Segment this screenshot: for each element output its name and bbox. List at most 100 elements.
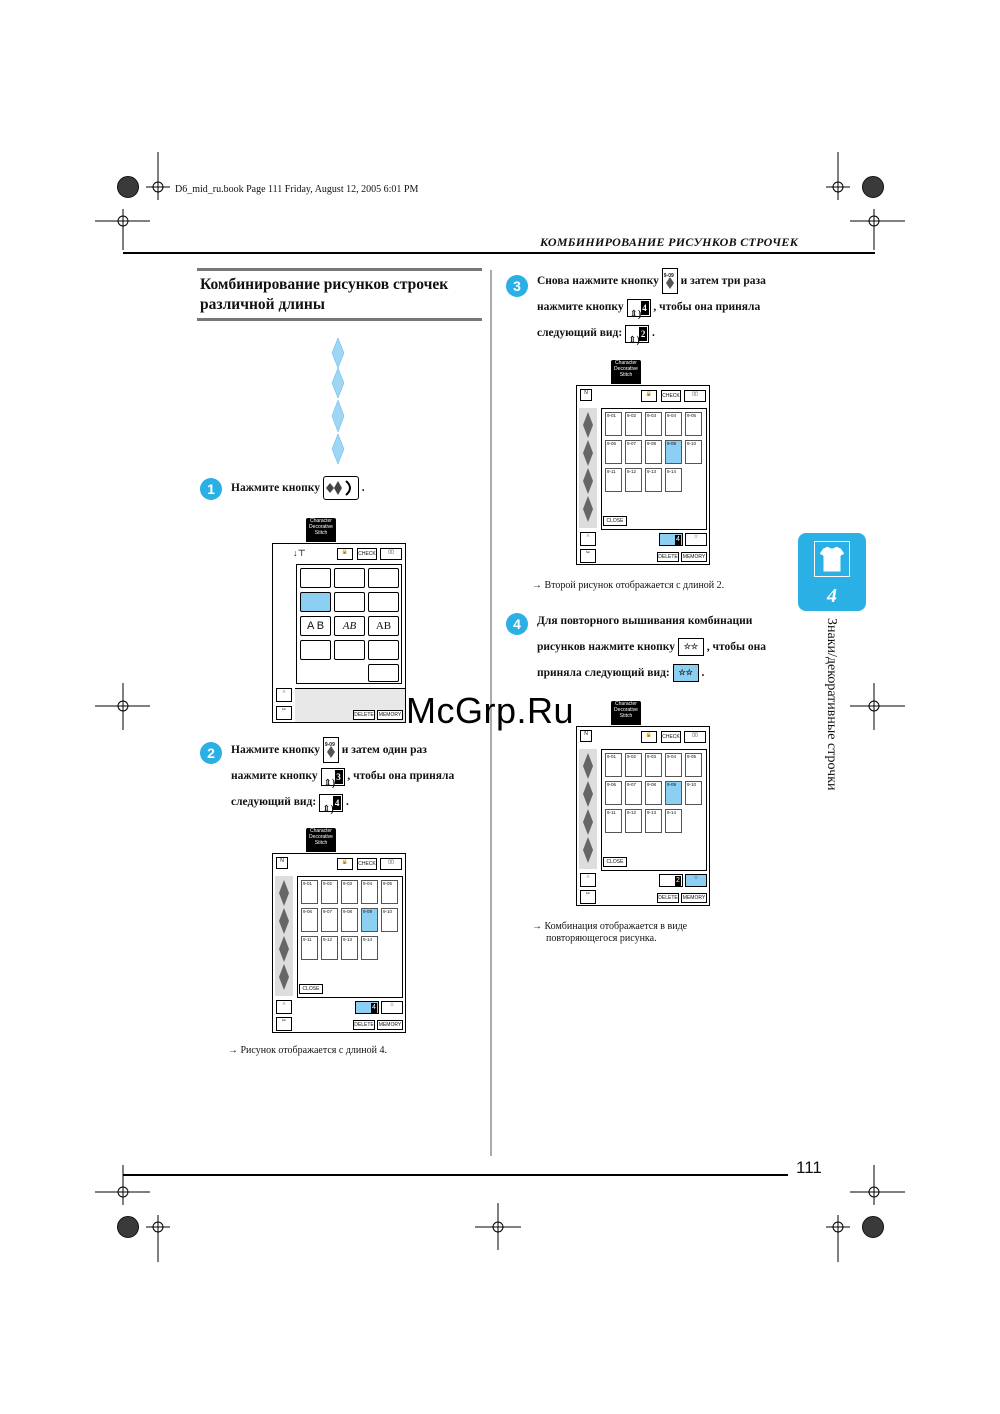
- stitch-category-button[interactable]: [334, 568, 365, 588]
- stitch-cell[interactable]: 9-03: [341, 880, 358, 904]
- delete-button[interactable]: DELETE: [353, 710, 375, 720]
- stitch-cell[interactable]: 9-12: [321, 936, 338, 960]
- step-4-number: 4: [506, 613, 528, 635]
- stitch-cell[interactable]: 9-03: [645, 412, 662, 436]
- stitch-cell[interactable]: 9-04: [361, 880, 378, 904]
- font-button[interactable]: AB: [334, 616, 365, 636]
- back-button[interactable]: ∩: [276, 688, 292, 702]
- repeat-button[interactable]: ☆: [381, 1001, 403, 1014]
- stitch-cell[interactable]: 9-11: [605, 809, 622, 833]
- scissors-button[interactable]: ✂: [580, 549, 596, 563]
- manual-button[interactable]: ▯▯: [684, 731, 706, 743]
- stitch-cell[interactable]: 9-02: [625, 412, 642, 436]
- delete-button[interactable]: DELETE: [657, 893, 679, 903]
- stitch-category-button[interactable]: [368, 592, 399, 612]
- stitch-cell[interactable]: 9-03: [645, 753, 662, 777]
- memory-button[interactable]: MEMORY: [681, 893, 707, 903]
- stitch-cell[interactable]: 9-07: [625, 440, 642, 464]
- lock-button[interactable]: 🔒: [641, 390, 657, 402]
- lock-button[interactable]: 🔒: [641, 731, 657, 743]
- stitch-cell[interactable]: 9-05: [685, 412, 702, 436]
- stitch-code: 9-07: [627, 441, 637, 446]
- stitch-cell[interactable]: 9-10: [381, 908, 398, 932]
- memory-recall-button[interactable]: [300, 640, 331, 660]
- stitch-cell[interactable]: 9-14: [665, 809, 682, 833]
- check-button[interactable]: CHECK: [661, 731, 681, 743]
- stitch-cell[interactable]: 9-04: [665, 753, 682, 777]
- usb-button[interactable]: [368, 640, 399, 660]
- stitch-cell[interactable]: 9-08: [341, 908, 358, 932]
- pocket-button[interactable]: [334, 640, 365, 660]
- stitch-cell[interactable]: 9-14: [665, 468, 682, 492]
- memory-button[interactable]: MEMORY: [377, 1020, 403, 1030]
- repeat-button[interactable]: ☆: [685, 533, 707, 546]
- length-button-selected[interactable]: 4: [659, 533, 683, 546]
- lock-button[interactable]: 🔒: [337, 548, 353, 560]
- stitch-cell[interactable]: 9-12: [625, 809, 642, 833]
- stitch-cell[interactable]: 9-07: [625, 781, 642, 805]
- stitch-cell[interactable]: 9-04: [665, 412, 682, 436]
- stitch-cell[interactable]: 9-10: [685, 440, 702, 464]
- delete-button[interactable]: DELETE: [657, 552, 679, 562]
- stitch-cell[interactable]: 9-14: [361, 936, 378, 960]
- scissors-button[interactable]: ✂: [276, 706, 292, 720]
- stitch-creator-button[interactable]: [368, 664, 399, 682]
- stitch-cell[interactable]: 9-06: [605, 781, 622, 805]
- length-button-selected[interactable]: 4: [355, 1001, 379, 1014]
- stitch-cell[interactable]: 9-09: [361, 908, 378, 932]
- font-button[interactable]: A B: [300, 616, 331, 636]
- stitch-cell[interactable]: 9-08: [645, 440, 662, 464]
- font-button[interactable]: AB: [368, 616, 399, 636]
- sewing-mode-button[interactable]: N: [580, 389, 592, 401]
- stitch-cell[interactable]: 9-01: [605, 753, 622, 777]
- stitch-cell[interactable]: 9-02: [625, 753, 642, 777]
- lcd-tab: Character Decorative Stitch: [306, 828, 336, 852]
- repeat-button-selected[interactable]: ☆: [685, 874, 707, 887]
- sewing-mode-button[interactable]: N: [276, 857, 288, 869]
- sewing-mode-button[interactable]: N: [580, 730, 592, 742]
- stitch-category-button[interactable]: [300, 568, 331, 588]
- delete-button[interactable]: DELETE: [353, 1020, 375, 1030]
- manual-button[interactable]: ▯▯: [684, 390, 706, 402]
- close-button[interactable]: CLOSE: [603, 516, 627, 526]
- stitch-cell[interactable]: 9-09: [665, 440, 682, 464]
- stitch-cell[interactable]: 9-13: [341, 936, 358, 960]
- scissors-button[interactable]: ✂: [276, 1017, 292, 1031]
- memory-button[interactable]: MEMORY: [681, 552, 707, 562]
- back-button[interactable]: ∩: [580, 873, 596, 887]
- stitch-cell[interactable]: 9-05: [685, 753, 702, 777]
- stitch-cell[interactable]: 9-13: [645, 468, 662, 492]
- back-button[interactable]: ∩: [276, 1000, 292, 1014]
- stitch-category-button-selected[interactable]: [300, 592, 331, 612]
- stitch-cell[interactable]: 9-08: [645, 781, 662, 805]
- stitch-cell[interactable]: 9-01: [605, 412, 622, 436]
- lock-button[interactable]: 🔒: [337, 858, 353, 870]
- back-button[interactable]: ∩: [580, 532, 596, 546]
- stitch-cell[interactable]: 9-05: [381, 880, 398, 904]
- stitch-cell[interactable]: 9-12: [625, 468, 642, 492]
- stitch-cell[interactable]: 9-01: [301, 880, 318, 904]
- stitch-cell[interactable]: 9-06: [301, 908, 318, 932]
- registration-dot: [117, 176, 139, 198]
- stitch-cell[interactable]: 9-10: [685, 781, 702, 805]
- close-button[interactable]: CLOSE: [299, 984, 323, 994]
- check-button[interactable]: CHECK: [661, 390, 681, 402]
- memory-button[interactable]: MEMORY: [377, 710, 403, 720]
- check-button[interactable]: CHECK: [357, 548, 377, 560]
- stitch-cell[interactable]: 9-11: [301, 936, 318, 960]
- stitch-cell[interactable]: 9-07: [321, 908, 338, 932]
- stitch-cell[interactable]: 9-09: [665, 781, 682, 805]
- check-button[interactable]: CHECK: [357, 858, 377, 870]
- stitch-category-button[interactable]: [334, 592, 365, 612]
- stitch-cell[interactable]: 9-13: [645, 809, 662, 833]
- stitch-cell[interactable]: 9-11: [605, 468, 622, 492]
- stitch-cell[interactable]: 9-02: [321, 880, 338, 904]
- manual-button[interactable]: ▯▯: [380, 858, 402, 870]
- stitch-category-button[interactable]: [368, 568, 399, 588]
- manual-button[interactable]: ▯▯: [380, 548, 402, 560]
- stitch-cell[interactable]: 9-06: [605, 440, 622, 464]
- length-button[interactable]: 2: [659, 874, 683, 887]
- scissors-button[interactable]: ✂: [580, 890, 596, 904]
- close-button[interactable]: CLOSE: [603, 857, 627, 867]
